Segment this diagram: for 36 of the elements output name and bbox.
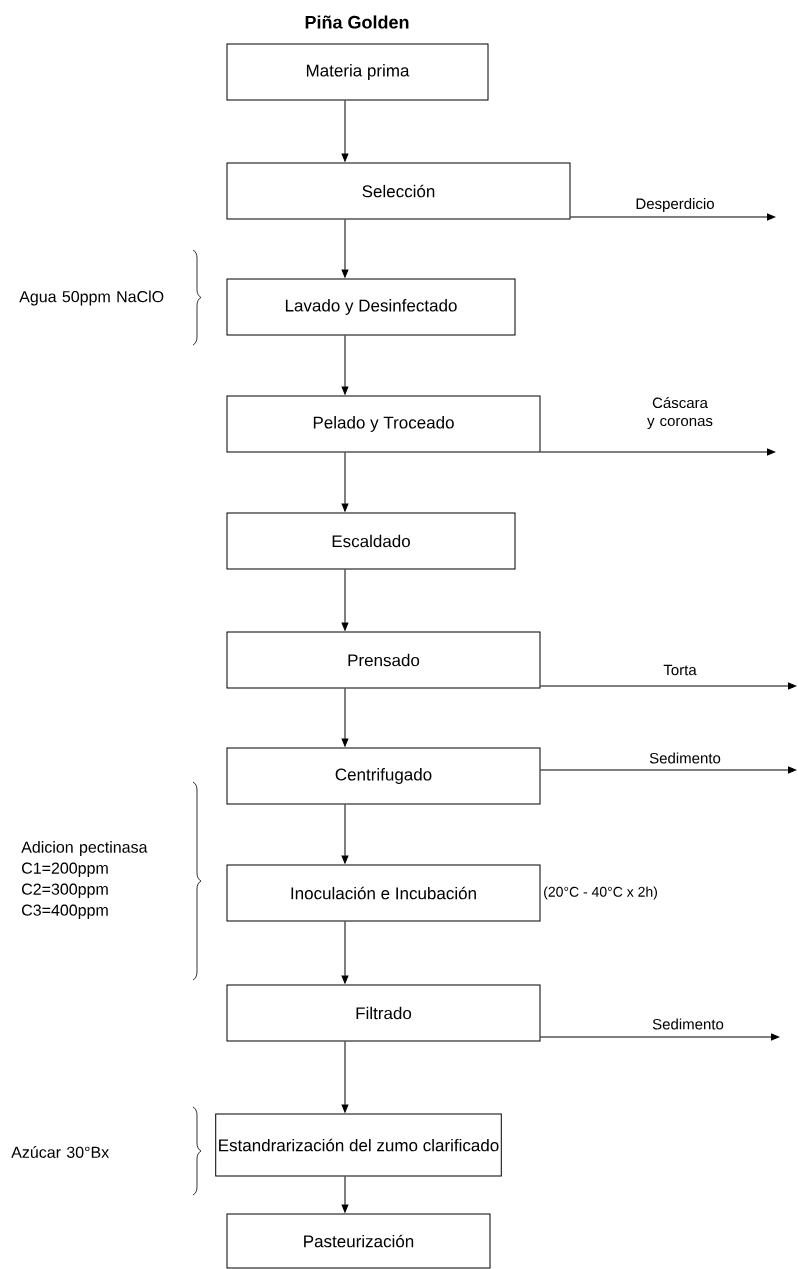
waste-label: Cáscara y coronas [647, 396, 713, 430]
arrow [540, 448, 776, 456]
input-note: Azúcar 30°Bx [11, 1146, 109, 1158]
arrow [341, 688, 349, 747]
waste-label: Sedimento [649, 752, 721, 764]
waste-label: Sedimento [652, 1018, 724, 1030]
arrow [540, 1033, 780, 1041]
arrow [570, 213, 776, 221]
input-note: Adicion pectinasa C1=200ppm C2=300ppm C3=400ppm [21, 841, 148, 919]
process-box: Inoculación e Incubación [226, 864, 541, 922]
process-box: Pelado y Troceado [226, 395, 541, 453]
process-box: Selección [226, 162, 571, 220]
arrow [341, 1176, 349, 1213]
arrow [341, 335, 349, 395]
process-box: Lavado y Desinfectado [226, 278, 516, 336]
process-box: Pasteurización [226, 1213, 491, 1269]
arrow [341, 921, 349, 984]
process-box: Estandrarización del zumo clarificado [215, 1113, 502, 1177]
input-note: Agua 50ppm NaClO [19, 290, 164, 306]
process-box: Filtrado [226, 984, 541, 1042]
arrow [341, 569, 349, 631]
arrow [341, 804, 349, 864]
waste-label: Torta [663, 664, 697, 676]
arrow [341, 452, 349, 512]
condition-text: (20°C - 40°C x 2h) [544, 886, 657, 900]
arrow [341, 1041, 349, 1113]
arrow [540, 682, 797, 690]
process-box: Centrifugado [226, 747, 541, 805]
process-box: Materia prima [226, 43, 489, 101]
process-box: Prensado [226, 631, 541, 689]
arrow [540, 766, 797, 774]
arrow [341, 219, 349, 278]
process-box: Escaldado [226, 512, 516, 570]
title: Piña Golden [305, 15, 409, 29]
arrow [341, 100, 349, 162]
waste-label: Desperdicio [636, 198, 714, 212]
